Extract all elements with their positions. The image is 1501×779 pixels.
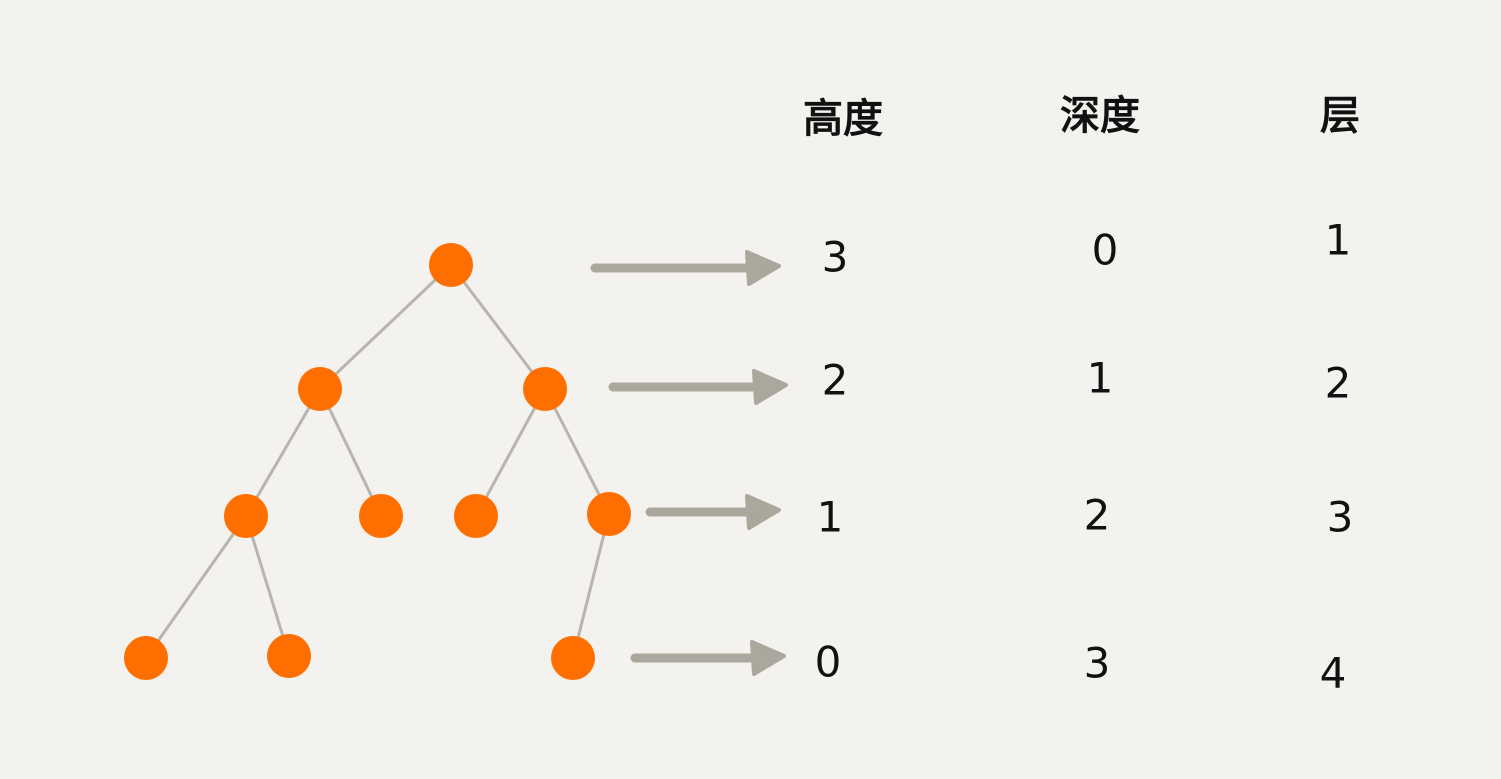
- tree-node: [224, 494, 268, 538]
- tree-edge: [144, 514, 248, 660]
- row-3-level: 3: [1326, 492, 1354, 542]
- arrow-head-icon: [745, 250, 781, 286]
- arrow-head-icon: [750, 640, 786, 676]
- tree-node: [454, 494, 498, 538]
- row-2-depth: 1: [1086, 353, 1114, 403]
- tree-node: [587, 492, 631, 536]
- row-3-height: 1: [816, 492, 844, 542]
- row-1-level: 1: [1324, 215, 1352, 265]
- arrow-head-icon: [752, 369, 788, 405]
- row-1-height: 3: [821, 232, 849, 282]
- tree-edge: [244, 514, 291, 658]
- row-3-depth: 2: [1083, 490, 1111, 540]
- row-2-level: 2: [1324, 358, 1352, 408]
- header-depth: 深度: [1060, 93, 1140, 139]
- tree-edge: [318, 263, 453, 391]
- tree-node: [359, 494, 403, 538]
- tree-node: [298, 367, 342, 411]
- tree-edge: [543, 387, 611, 516]
- tree-edge: [571, 512, 611, 660]
- tree-edge: [244, 387, 322, 518]
- tree-edge: [449, 263, 547, 391]
- tree-edge: [318, 387, 383, 518]
- row-4-depth: 3: [1083, 638, 1111, 688]
- row-2-height: 2: [821, 355, 849, 405]
- arrow-head-icon: [745, 494, 781, 530]
- tree-node: [523, 367, 567, 411]
- tree-node: [267, 634, 311, 678]
- header-level: 层: [1320, 93, 1360, 139]
- tree-node: [429, 243, 473, 287]
- row-4-level: 4: [1319, 648, 1347, 698]
- tree-node: [551, 636, 595, 680]
- row-4-height: 0: [814, 637, 842, 687]
- tree-edge: [474, 387, 547, 518]
- tree-node: [124, 636, 168, 680]
- row-1-depth: 0: [1091, 225, 1119, 275]
- header-height: 高度: [803, 96, 883, 142]
